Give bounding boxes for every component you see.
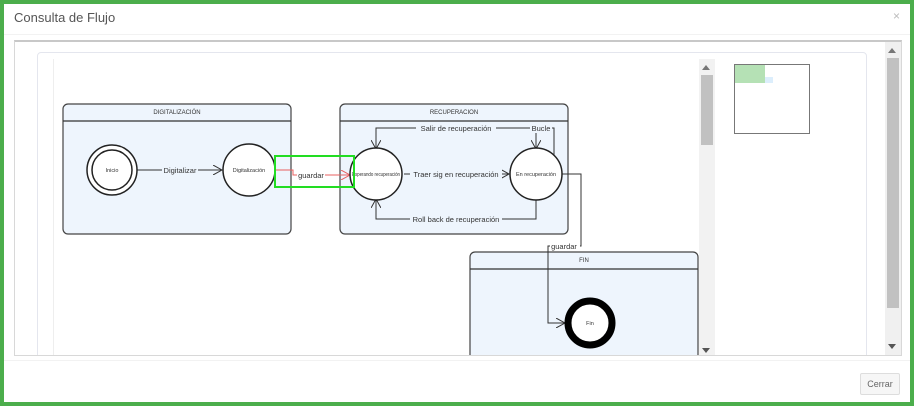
transition-salir[interactable]: Salir de recuperación: [376, 122, 534, 149]
state-label: Digitalización: [233, 168, 265, 174]
state-esperando-recuperacion[interactable]: Esperando recuperación: [349, 147, 403, 201]
lane-title: RECUPERACION: [430, 110, 478, 116]
scroll-down-icon[interactable]: [702, 348, 710, 353]
diagram-panel: DIGITALIZACIÓN RECUPERACION FIN: [37, 52, 867, 355]
modal-title: Consulta de Flujo: [14, 10, 116, 25]
modal-footer: Cerrar: [4, 360, 910, 403]
canvas-scroll-thumb[interactable]: [701, 75, 713, 145]
close-button[interactable]: Cerrar: [860, 373, 900, 395]
state-label: Inicio: [106, 168, 119, 174]
diagram-canvas[interactable]: DIGITALIZACIÓN RECUPERACION FIN: [53, 59, 700, 355]
transition-rollback[interactable]: Roll back de recuperación: [376, 199, 537, 224]
lane-title: DIGITALIZACIÓN: [153, 109, 200, 116]
selection-highlight: [274, 155, 355, 188]
diagram-container: DIGITALIZACIÓN RECUPERACION FIN: [14, 40, 902, 356]
transition-label: Bucle: [532, 124, 551, 133]
transition-label: Salir de recuperación: [421, 124, 492, 133]
minimap-fin-marker: [765, 77, 773, 83]
transition-label: Roll back de recuperación: [413, 215, 500, 224]
lane-title: FIN: [579, 258, 589, 264]
close-icon[interactable]: ×: [892, 9, 900, 23]
state-label: Esperando recuperación: [352, 172, 400, 178]
scroll-up-icon[interactable]: [702, 65, 710, 70]
state-digitalizacion[interactable]: Digitalización: [222, 143, 276, 197]
transition-digitalizar[interactable]: Digitalizar: [137, 164, 222, 175]
state-label: Fin: [586, 321, 594, 327]
transition-label: Traer sig en recuperación: [413, 170, 498, 179]
state-fin[interactable]: Fin: [564, 297, 616, 349]
transition-label: guardar: [298, 171, 324, 180]
transition-traer-sig[interactable]: Traer sig en recuperación: [404, 168, 509, 179]
scroll-down-icon[interactable]: [888, 344, 896, 349]
transition-guardar-2[interactable]: guardar: [547, 173, 582, 323]
transition-label: Digitalizar: [164, 166, 197, 175]
state-inicio[interactable]: Inicio: [86, 144, 138, 196]
diagram-minimap[interactable]: [734, 64, 810, 134]
modal-header: Consulta de Flujo ×: [4, 4, 910, 35]
transition-label: guardar: [551, 242, 577, 251]
transition-guardar-1[interactable]: guardar: [275, 169, 350, 180]
outer-scroll-thumb[interactable]: [887, 58, 899, 308]
state-label: En recuperación: [516, 172, 556, 178]
flow-query-modal: Consulta de Flujo ×: [4, 4, 910, 402]
state-en-recuperacion[interactable]: En recuperación: [509, 147, 563, 201]
outer-scrollbar[interactable]: [885, 42, 901, 355]
minimap-viewport[interactable]: [735, 65, 765, 83]
scroll-up-icon[interactable]: [888, 48, 896, 53]
canvas-scrollbar[interactable]: [699, 59, 715, 355]
state-diagram: DIGITALIZACIÓN RECUPERACION FIN: [62, 103, 699, 355]
transition-bucle[interactable]: Bucle: [530, 122, 555, 159]
